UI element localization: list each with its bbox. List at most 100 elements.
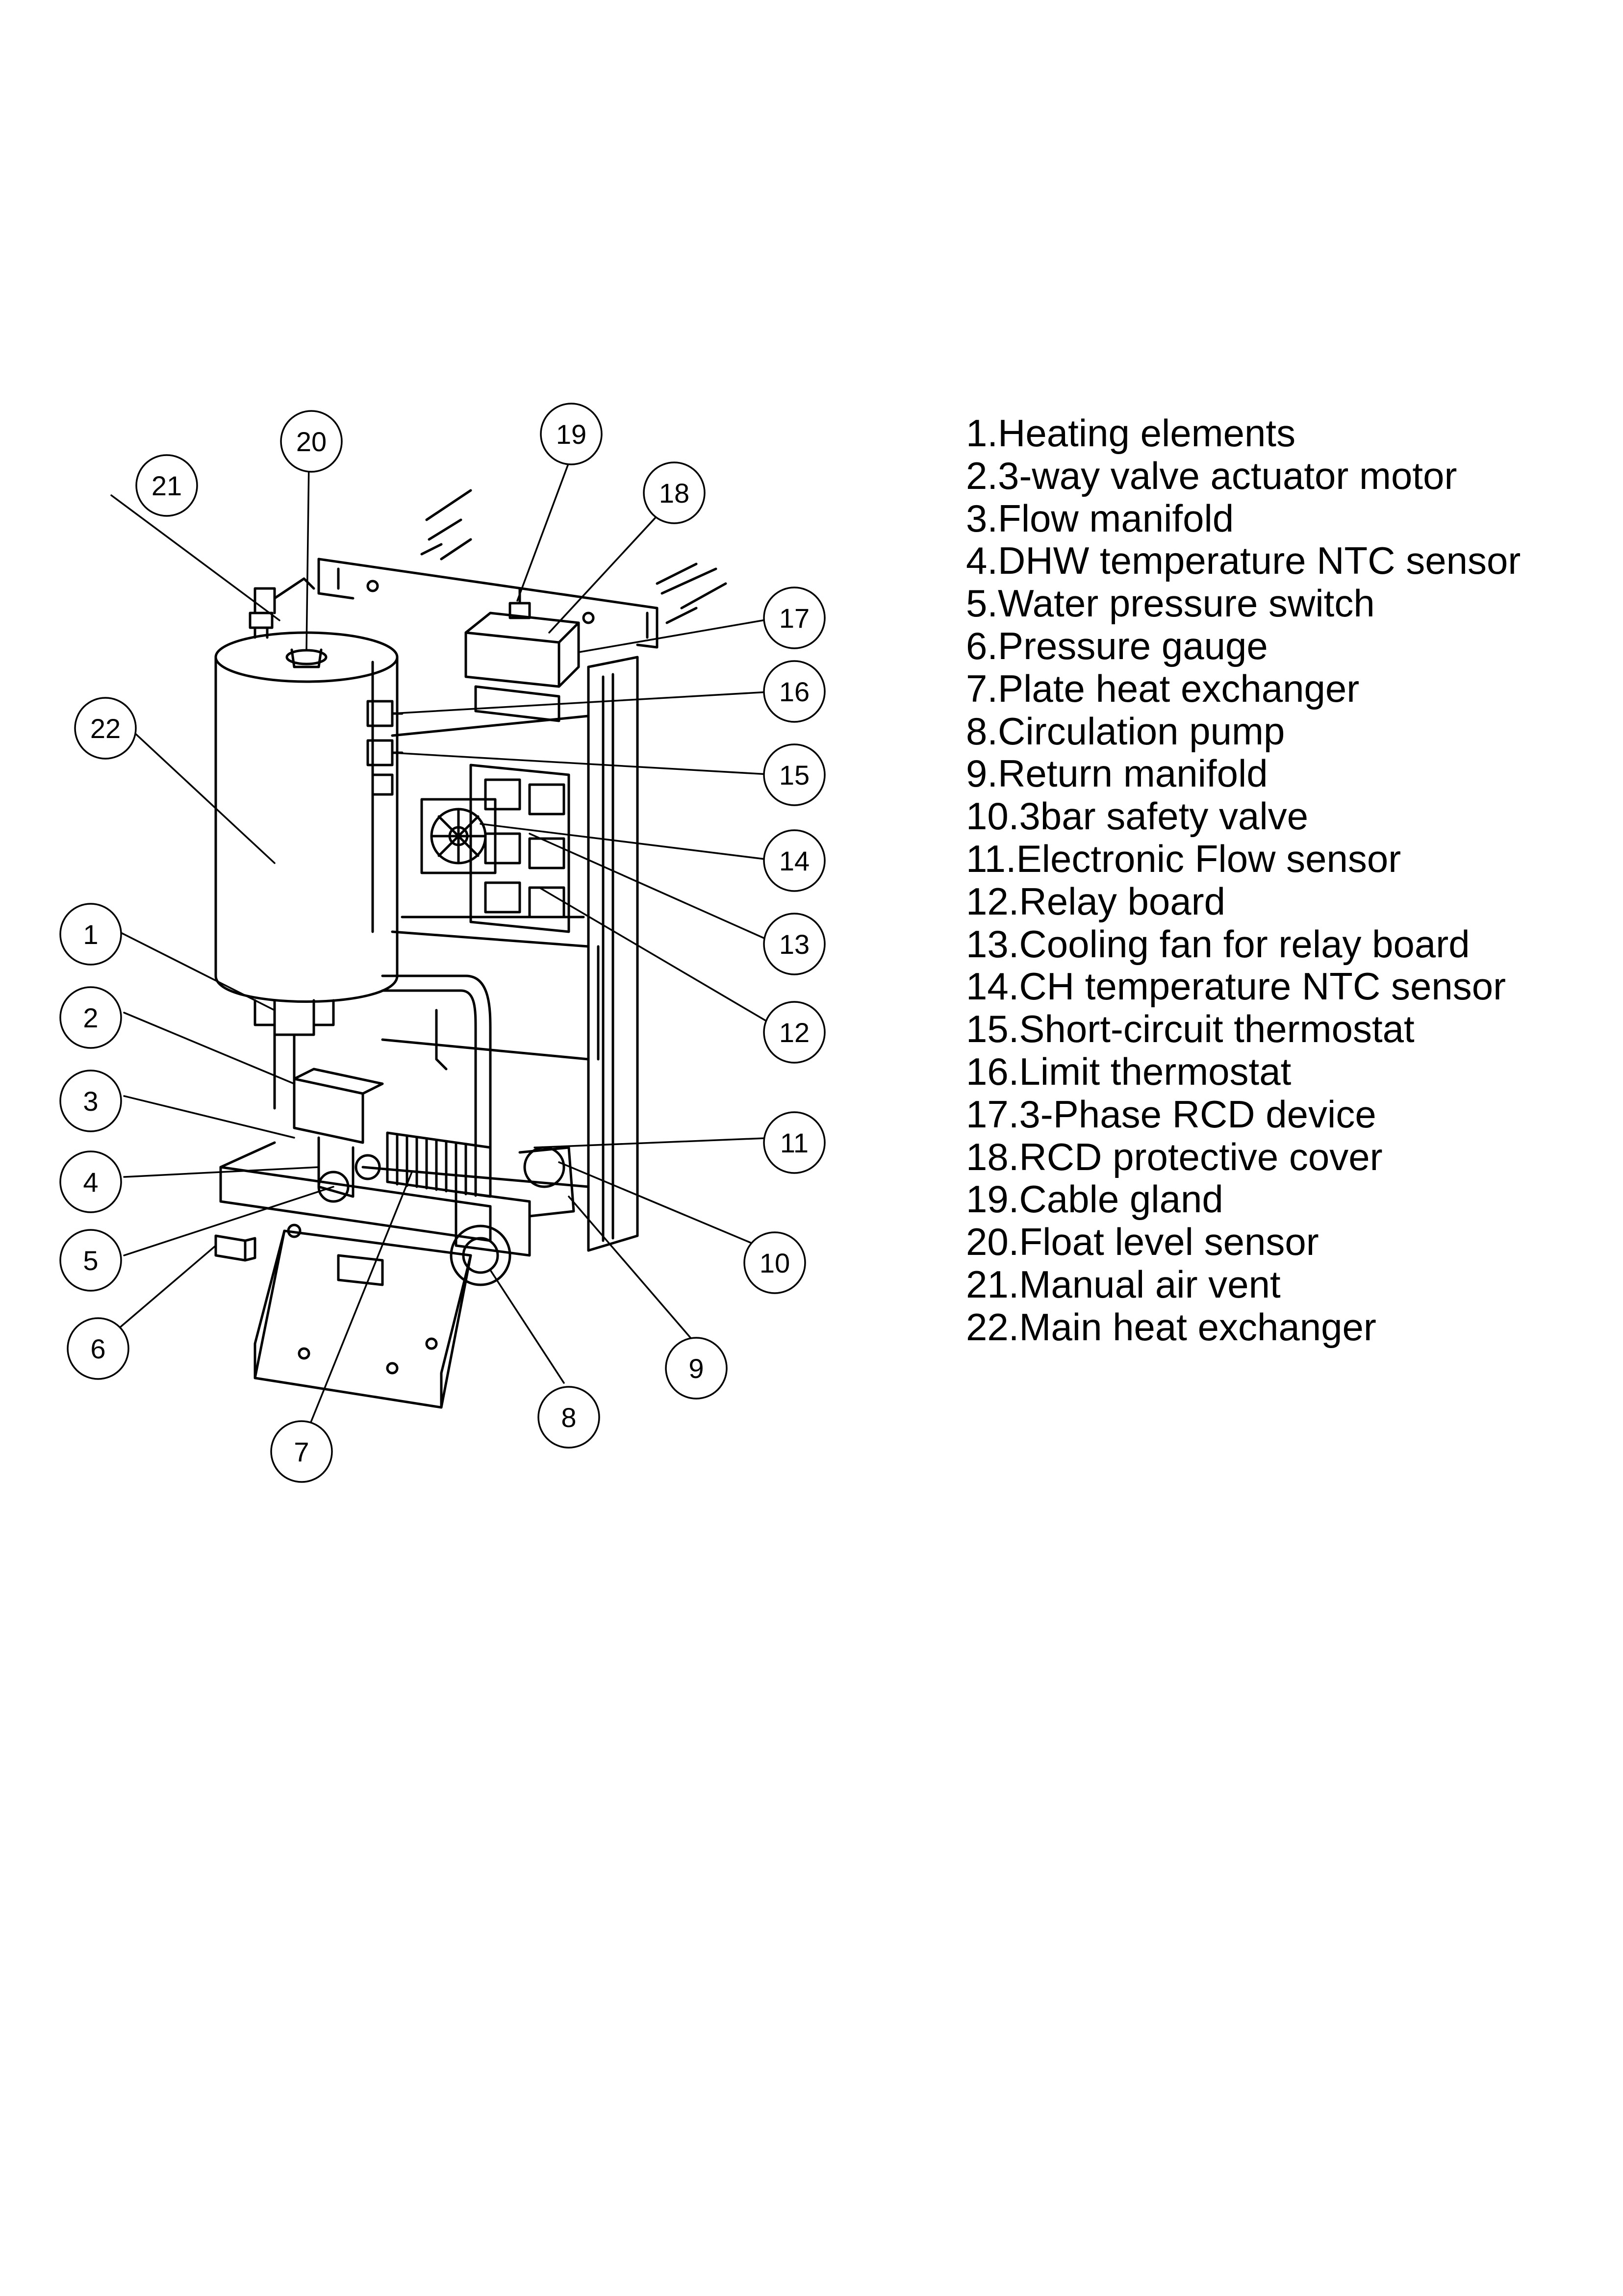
callout-number: 6 [90,1333,105,1364]
callout-number: 8 [561,1402,576,1433]
legend-item: 18.RCD protective cover [966,1135,1383,1178]
callout-circle [743,1231,806,1294]
callout-18: 18 [643,461,706,524]
callout-circle [59,1150,122,1213]
leader-lines [99,455,778,1428]
callout-17: 17 [763,587,826,649]
legend-item: 7.Plate heat exchanger [966,666,1360,710]
legend-item: 2.3-way valve actuator motor [966,454,1457,497]
legend-item: 17.3-Phase RCD device [966,1092,1376,1136]
callout-circle [59,986,122,1049]
callout-circle [643,461,706,524]
callout-circle [763,1001,826,1064]
callout-4: 4 [59,1150,122,1213]
callout-number: 16 [779,676,810,707]
callout-14: 14 [763,829,826,892]
control-box-drawing [254,1229,472,1409]
callout-12: 12 [763,1001,826,1064]
legend-item: 8.Circulation pump [966,709,1285,753]
legend-item: 4.DHW temperature NTC sensor [966,539,1521,583]
legend-item: 21.Manual air vent [966,1262,1281,1306]
callout-16: 16 [763,660,826,723]
flow-pipe-drawing [381,974,492,1149]
callout-number: 22 [90,713,121,744]
callout-number: 20 [296,426,327,457]
callout-circle [59,903,122,966]
legend-item: 1.Heating elements [966,411,1296,455]
callout-2: 2 [59,986,122,1049]
callout-number: 4 [83,1167,98,1198]
callout-9: 9 [665,1337,728,1400]
legend-item: 9.Return manifold [966,752,1268,795]
callout-number: 17 [779,603,810,634]
air-vent-drawing [254,577,315,614]
callout-circle [763,829,826,892]
callout-10: 10 [743,1231,806,1294]
callout-number: 1 [83,919,98,950]
three-way-valve-drawing [293,1068,384,1203]
callout-7: 7 [270,1420,333,1483]
callout-22: 22 [74,697,137,760]
pressure-gauge-drawing [214,1234,256,1262]
legend-item: 14.CH temperature NTC sensor [966,965,1506,1008]
callout-circle [280,410,343,473]
callout-1: 1 [59,903,122,966]
callout-number: 3 [83,1086,98,1117]
main-heat-exchanger-drawing [214,612,399,1003]
callout-11: 11 [763,1111,826,1174]
callout-number: 19 [556,419,586,450]
callout-circle [537,1386,600,1449]
legend-item: 16.Limit thermostat [966,1049,1292,1093]
callout-circle [67,1317,129,1380]
legend-item: 22.Main heat exchanger [966,1305,1376,1349]
callout-number: 12 [779,1017,810,1048]
callout-number: 5 [83,1245,98,1276]
callout-5: 5 [59,1229,122,1292]
callout-circle [59,1229,122,1292]
callout-21: 21 [135,454,198,517]
callout-6: 6 [67,1317,129,1380]
callout-circle [763,913,826,975]
callout-circle [763,1111,826,1174]
callout-number: 18 [659,478,689,509]
callout-number: 2 [83,1002,98,1033]
callout-3: 3 [59,1070,122,1132]
callout-circle [763,743,826,806]
legend-item: 5.Water pressure switch [966,582,1375,625]
callout-circle [270,1420,333,1483]
callout-circle [540,403,603,465]
callout-circle [763,587,826,649]
legend-item: 12.Relay board [966,879,1226,923]
callout-20: 20 [280,410,343,473]
callout-number: 15 [779,760,810,791]
mounting-bracket [317,558,659,649]
legend-item: 10.3bar safety valve [966,794,1309,838]
callout-number: 10 [760,1248,790,1278]
callout-circle [763,660,826,723]
callout-8: 8 [537,1386,600,1449]
callout-15: 15 [763,743,826,806]
callout-circle [135,454,198,517]
legend-item: 19.Cable gland [966,1177,1223,1221]
legend-item: 11.Electronic Flow sensor [966,837,1401,880]
legend-item: 15.Short-circuit thermostat [966,1007,1415,1051]
callout-circle [665,1337,728,1400]
callout-13: 13 [763,913,826,975]
legend-item: 13.Cooling fan for relay board [966,922,1470,966]
callout-19: 19 [540,403,603,465]
relay-board-drawing [469,764,570,933]
screws-drawing [420,489,727,624]
callout-number: 7 [294,1436,309,1467]
callout-number: 14 [779,845,810,876]
legend-item: 20.Float level sensor [966,1220,1319,1264]
legend-item: 3.Flow manifold [966,496,1234,540]
chassis-frame [361,656,639,1252]
callout-circle [59,1070,122,1132]
callout-number: 13 [779,929,810,960]
legend-item: 6.Pressure gauge [966,624,1268,667]
callout-number: 21 [152,470,182,501]
callout-circle [74,697,137,760]
